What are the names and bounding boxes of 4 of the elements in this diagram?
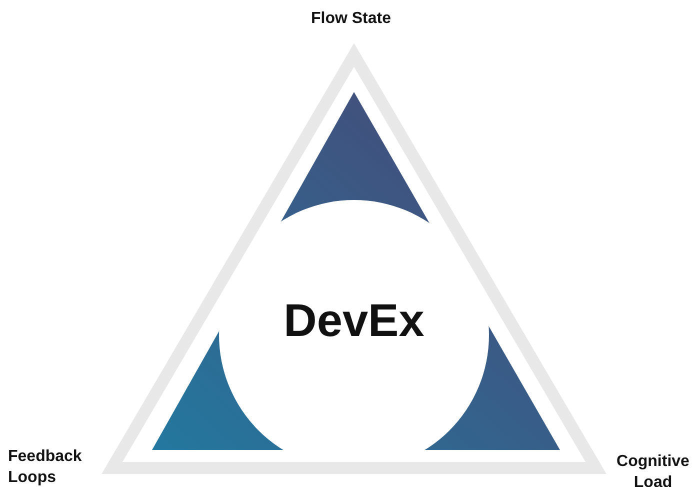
corner-label: Cognitive Load [616, 452, 690, 487]
corner-label: Flow State [310, 9, 392, 29]
corner-label: Feedback Loops [8, 447, 83, 487]
center-title: DevEx [284, 293, 424, 347]
